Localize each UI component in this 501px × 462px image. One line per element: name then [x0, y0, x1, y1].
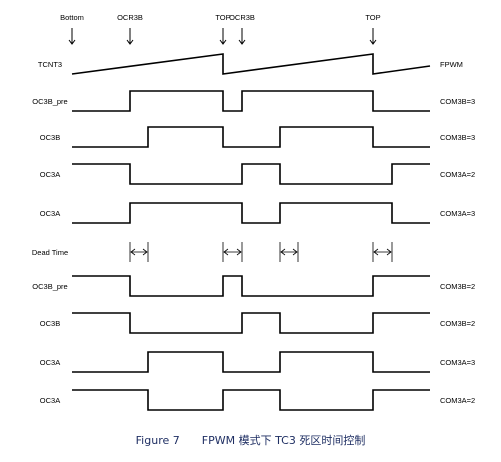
marker-label: Bottom [60, 13, 84, 22]
signal-label: OC3B [40, 133, 60, 142]
waveforms [72, 90, 430, 411]
signal-setting: COM3B=2 [440, 319, 475, 328]
marker-arrow-icon [68, 28, 76, 45]
dead-time-label: Dead Time [32, 248, 68, 257]
caption-text: FPWM 模式下 TC3 死区时间控制 [201, 434, 366, 447]
dead-time-interval [129, 242, 149, 262]
signal-label: OC3A [40, 209, 60, 218]
marker-label: OCR3B [229, 13, 255, 22]
figure-caption: Figure 7 FPWM 模式下 TC3 死区时间控制 [0, 432, 501, 448]
marker-label: OCR3B [117, 13, 143, 22]
signal-label: OC3A [40, 170, 60, 179]
marker-label: TOP [215, 13, 230, 22]
signal-waveform [72, 126, 430, 148]
signal-setting: COM3A=3 [440, 209, 475, 218]
signal-waveform [72, 351, 430, 373]
signal-waveform [72, 163, 430, 185]
signal-waveform [72, 312, 430, 334]
double-arrow-icon [373, 248, 392, 256]
signal-waveform [72, 90, 430, 112]
signal-waveform [72, 202, 430, 224]
signal-label: OC3B_pre [32, 97, 67, 106]
signal-setting: COM3A=2 [440, 396, 475, 405]
marker-arrow-icon [369, 28, 377, 45]
signal-label: OC3A [40, 396, 60, 405]
signal-label: OC3A [40, 358, 60, 367]
signal-waveform [72, 389, 430, 411]
double-arrow-icon [130, 248, 148, 256]
signal-setting: COM3B=3 [440, 97, 475, 106]
com-settings: FPWMCOM3B=3COM3B=3COM3A=2COM3A=3COM3B=2C… [440, 60, 475, 405]
tcnt3-ramp [71, 53, 431, 75]
signal-waveform [72, 275, 430, 297]
double-arrow-icon [223, 248, 242, 256]
caption-number: Figure 7 [135, 434, 180, 447]
counter-label: TCNT3 [38, 60, 62, 69]
signal-setting: COM3A=2 [440, 170, 475, 179]
signal-setting: COM3B=3 [440, 133, 475, 142]
dead-time-row [129, 242, 393, 262]
dead-time-interval [372, 242, 393, 262]
signal-label: OC3B [40, 319, 60, 328]
signal-setting: COM3A=3 [440, 358, 475, 367]
signal-label: OC3B_pre [32, 282, 67, 291]
sawtooth-ramp [71, 53, 431, 75]
marker-label: TOP [365, 13, 380, 22]
signal-setting: COM3B=2 [440, 282, 475, 291]
dead-time-interval [279, 242, 299, 262]
signal-labels: TCNT3OC3B_preOC3BOC3AOC3AOC3B_preOC3BOC3… [32, 60, 68, 405]
double-arrow-icon [280, 248, 298, 256]
marker-arrow-icon [219, 28, 227, 45]
counter-mode: FPWM [440, 60, 463, 69]
dead-time-interval [222, 242, 243, 262]
marker-arrow-icon [238, 28, 246, 45]
marker-arrow-icon [126, 28, 134, 45]
